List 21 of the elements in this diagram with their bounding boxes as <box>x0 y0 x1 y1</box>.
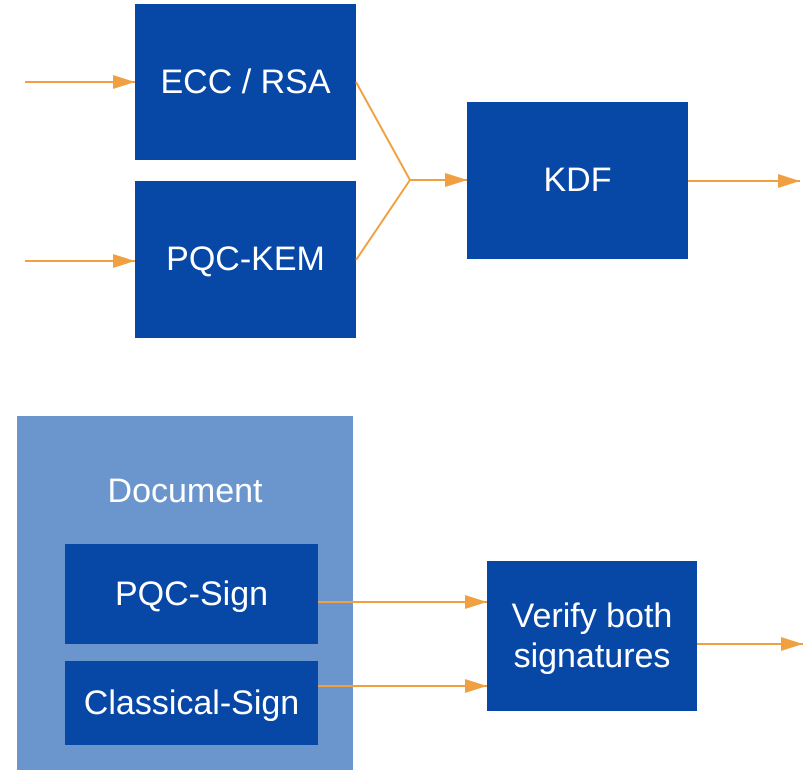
box-label: PQC-Sign <box>114 574 268 614</box>
box-label: Verify both signatures <box>510 596 674 676</box>
group-title: Document <box>108 471 262 512</box>
process-box <box>135 181 356 338</box>
process-box <box>135 4 356 160</box>
arrow <box>25 254 135 268</box>
box-label: Classical-Sign <box>84 682 300 724</box>
process-box <box>65 661 318 745</box>
group-panel <box>17 416 353 770</box>
arrow <box>25 75 135 89</box>
box-label: PQC-KEM <box>166 239 325 280</box>
arrow <box>355 173 467 261</box>
arrow <box>697 637 803 651</box>
arrow <box>318 679 487 693</box>
arrow <box>318 595 487 609</box>
box-label: KDF <box>544 160 612 201</box>
process-box <box>65 544 318 644</box>
box-label: ECC / RSA <box>160 62 331 102</box>
process-box <box>487 561 697 711</box>
process-box <box>467 102 688 259</box>
arrow <box>688 174 800 188</box>
